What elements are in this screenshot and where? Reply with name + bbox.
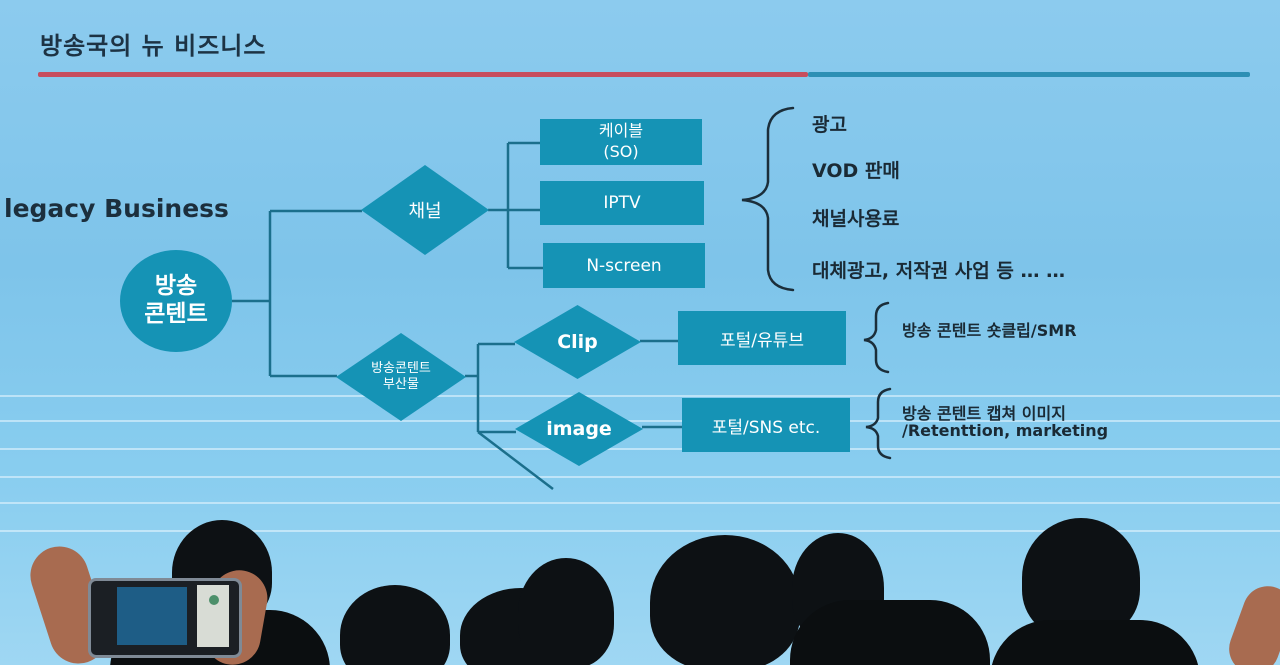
byproduct-node-line2: 부산물 — [383, 377, 419, 392]
channel-box-nscreen: N-screen — [543, 243, 705, 288]
scanline — [0, 502, 1280, 504]
slide-title: 방송국의 뉴 비즈니스 — [40, 32, 267, 60]
image-box-label: 포털/SNS etc. — [711, 417, 821, 438]
revenue-item: 대체광고, 저작권 사업 등 … … — [812, 260, 1066, 282]
phone-screen — [117, 587, 187, 645]
channel-box-cable-line2: (SO) — [603, 142, 639, 161]
phone-lens-icon — [209, 595, 219, 605]
clip-node-label: Clip — [557, 331, 598, 353]
image-description-line2: /Retenttion, marketing — [902, 421, 1109, 440]
channel-box-iptv-label: IPTV — [603, 193, 641, 213]
clip-box-label: 포털/유튜브 — [720, 330, 804, 351]
audience-body — [790, 600, 990, 665]
scanline — [0, 448, 1280, 450]
root-node-line1: 방송 — [154, 273, 198, 300]
channel-box-nscreen-label: N-screen — [586, 255, 662, 276]
image-node-label: image — [546, 418, 612, 440]
root-node-broadcast-content: 방송 콘텐트 — [120, 250, 232, 352]
title-rule-blue — [808, 72, 1250, 77]
audience-body — [990, 620, 1200, 665]
image-description-line1: 방송 콘텐트 캡쳐 이미지 — [902, 404, 1066, 423]
scanline — [0, 395, 1280, 397]
scanline — [0, 420, 1280, 422]
audience-head — [518, 558, 614, 665]
clip-box-portal-youtube: 포털/유튜브 — [678, 311, 846, 365]
clip-description: 방송 콘텐트 숏클립/SMR — [902, 321, 1077, 340]
image-box-portal-sns: 포털/SNS etc. — [682, 398, 850, 452]
channel-node-label: 채널 — [408, 201, 442, 222]
section-label: legacy Business — [4, 194, 229, 223]
byproduct-node-line1: 방송콘텐트 — [371, 360, 431, 376]
scanline — [0, 530, 1280, 532]
root-node-line2: 콘텐트 — [144, 301, 208, 327]
channel-box-iptv: IPTV — [540, 181, 704, 225]
audience-head — [1022, 518, 1140, 638]
revenue-item: VOD 판매 — [812, 160, 900, 182]
audience-head — [340, 585, 450, 665]
revenue-item: 광고 — [812, 114, 847, 136]
title-rule-red — [38, 72, 808, 77]
channel-box-cable: 케이블 (SO) — [540, 119, 702, 165]
revenue-item: 채널사용료 — [812, 208, 900, 230]
smartphone-icon — [88, 578, 242, 658]
audience-head — [650, 535, 800, 665]
scanline — [0, 476, 1280, 478]
channel-box-cable-line1: 케이블 — [598, 121, 644, 141]
